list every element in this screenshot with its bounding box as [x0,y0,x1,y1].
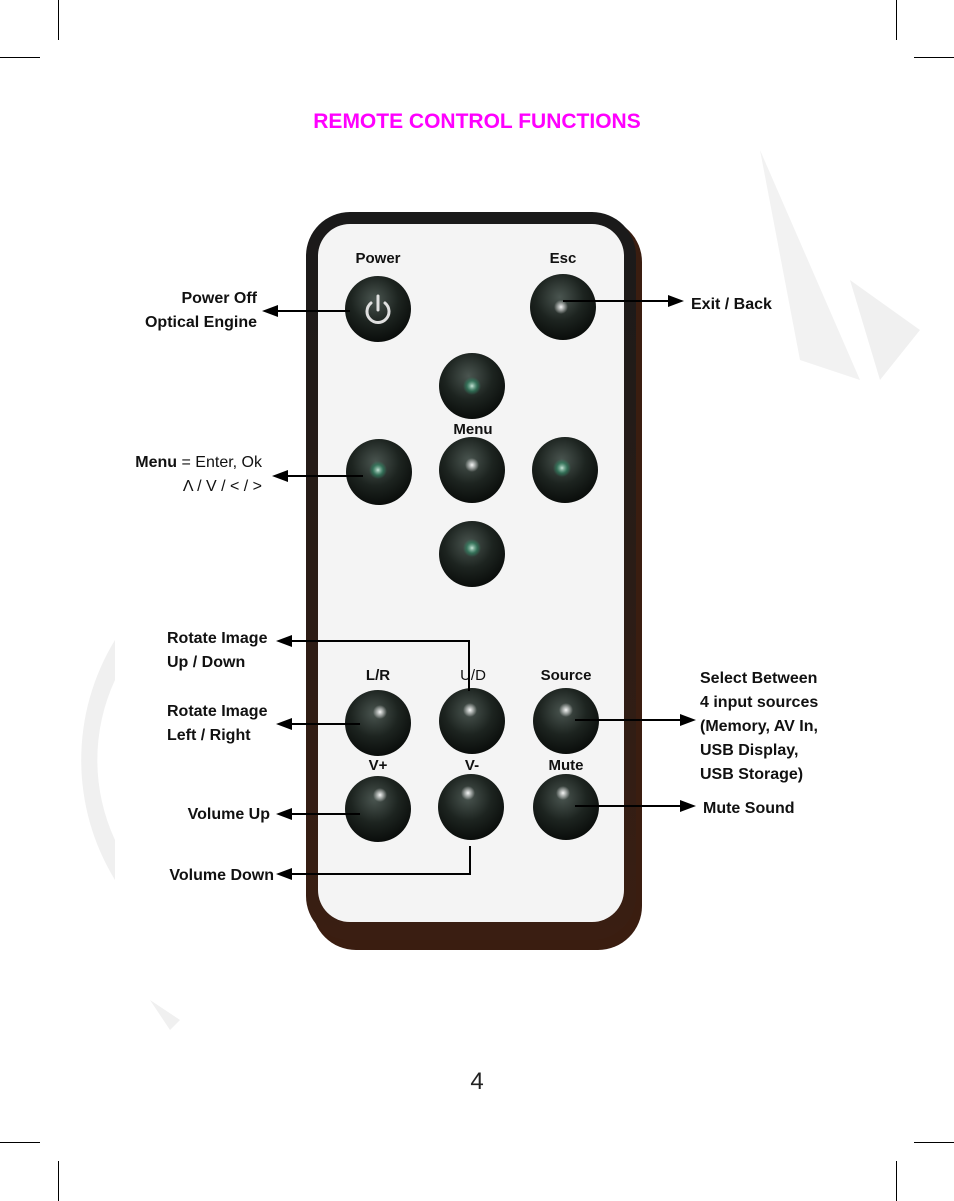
annotation-mute-sound: Mute Sound [703,800,795,817]
crop-mark-top-left-v [58,0,59,40]
power-button[interactable] [345,276,411,342]
annotation-select-4: USB Display, [700,742,798,759]
annotation-power-off: Power Off [181,290,257,307]
annotation-menu-word: Menu [135,454,177,471]
annotation-optical-engine: Optical Engine [145,314,257,331]
watermark [81,150,920,1030]
left-button[interactable] [346,439,412,505]
annotation-arrow-keys: Λ / V / < / > [183,478,262,495]
ud-button[interactable] [439,688,505,754]
ud-label: U/D [460,667,486,684]
source-label: Source [541,667,592,684]
menu-button[interactable] [439,437,505,503]
crop-mark-top-right-v [896,0,897,40]
power-label: Power [355,250,400,267]
page-number: 4 [470,1068,484,1095]
power-icon [365,294,391,324]
callout-lines [275,300,680,875]
vminus-label: V- [465,757,479,774]
lr-button[interactable] [345,690,411,756]
annotation-select-1: Select Between [700,670,817,687]
annotation-rotate-lr-1: Rotate Image [167,703,268,720]
up-button[interactable] [439,353,505,419]
vplus-label: V+ [369,757,388,774]
annotation-enter-ok: = Enter, Ok [177,454,263,471]
crop-mark-bottom-left-h [0,1142,40,1143]
page-title: REMOTE CONTROL FUNCTIONS [313,110,641,133]
annotation-menu-enter: Menu = Enter, Ok [135,454,263,471]
annotation-select-3: (Memory, AV In, [700,718,818,735]
crop-mark-bottom-right-v [896,1161,897,1201]
annotation-volume-up: Volume Up [188,806,271,823]
source-button[interactable] [533,688,599,754]
annotation-rotate-lr-2: Left / Right [167,727,251,744]
esc-button[interactable] [530,274,596,340]
annotation-select-2: 4 input sources [700,694,818,711]
esc-label: Esc [550,250,577,267]
mute-button[interactable] [533,774,599,840]
vplus-button[interactable] [345,776,411,842]
crop-mark-bottom-left-v [58,1161,59,1201]
down-button[interactable] [439,521,505,587]
annotation-volume-down: Volume Down [169,867,274,884]
annotation-rotate-ud-1: Rotate Image [167,630,268,647]
vminus-button[interactable] [438,774,504,840]
lr-label: L/R [366,667,390,684]
annotation-exit-back: Exit / Back [691,296,772,313]
crop-mark-top-left-h [0,57,40,58]
annotation-select-5: USB Storage) [700,766,803,783]
right-button[interactable] [532,437,598,503]
annotation-rotate-ud-2: Up / Down [167,654,245,671]
menu-label: Menu [453,421,492,438]
crop-mark-top-right-h [914,57,954,58]
crop-mark-bottom-right-h [914,1142,954,1143]
callout-arrowheads [262,295,696,880]
mute-label: Mute [549,757,584,774]
